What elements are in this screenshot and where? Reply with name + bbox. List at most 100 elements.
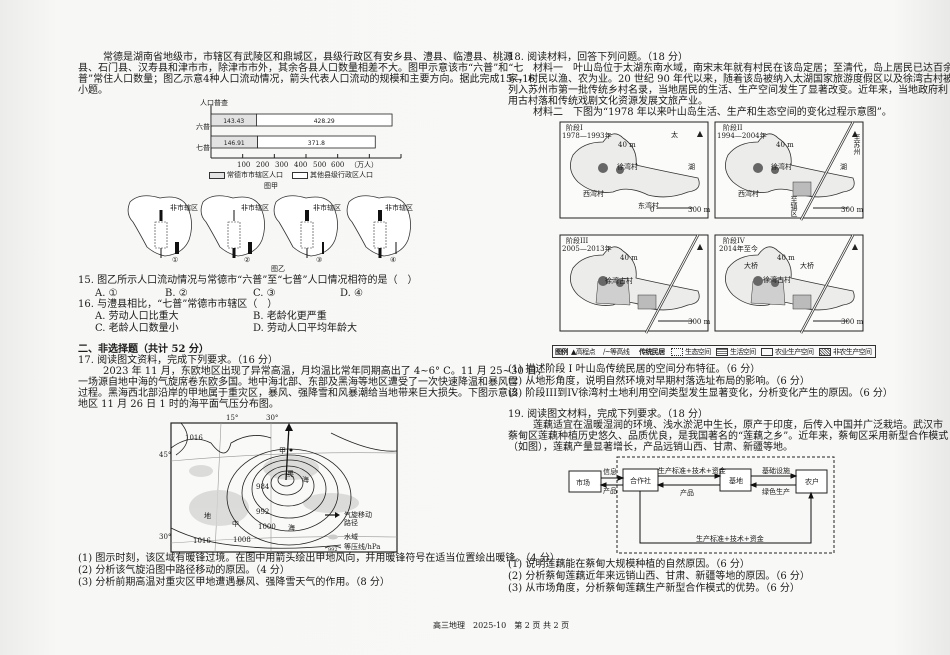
legend-eco: 生态空间 bbox=[685, 348, 711, 356]
houses bbox=[771, 166, 779, 174]
bar-value-label: 146.91 bbox=[224, 140, 245, 147]
legend-nonagri-swatch bbox=[819, 348, 831, 356]
q17-question-2: (2) 分析该气旋沿图中路径移动的原因。（4 分） bbox=[78, 565, 290, 576]
to-town-label: 至镇区 bbox=[790, 196, 798, 217]
node-base: 基地 bbox=[729, 477, 743, 485]
material1-line-1: 材料一 叶山岛位于太湖东南水域，南宋末年就有村民在该岛定居；至清代，岛上居民已达… bbox=[533, 63, 950, 74]
stage-map-4: ▲ bbox=[714, 234, 864, 334]
q19-para-2: 蔡甸区莲藕种植历史悠久、品质优良，是我国著名的“莲藕之乡”。近年来，蔡甸区采用新… bbox=[508, 431, 949, 442]
figure-a-cat-1: 六普 bbox=[196, 123, 210, 131]
q16-option-c: C. 老龄人口数量小 bbox=[95, 323, 179, 334]
tick-300: 300 bbox=[275, 161, 289, 169]
map3-area: 非市辖区 bbox=[313, 204, 341, 212]
pressure-map bbox=[170, 422, 398, 553]
map1-area: 非市辖区 bbox=[170, 204, 198, 212]
intro-line-4: 小题。 bbox=[78, 85, 108, 96]
legend-eco-swatch bbox=[671, 348, 683, 356]
lake-hu-2: 湖 bbox=[840, 163, 847, 171]
urban-district bbox=[154, 221, 168, 249]
nonagri-space bbox=[792, 181, 812, 197]
edge-standards-top: 生产标准+技术+资金 bbox=[658, 467, 726, 475]
q19-question-3: (3) 从市场角度，分析蔡甸莲藕生产新型合作模式的优势。（6 分） bbox=[508, 583, 800, 594]
houses bbox=[753, 276, 763, 286]
place-hai-1: 海 bbox=[302, 476, 309, 484]
bar-value-label: 371.8 bbox=[308, 140, 325, 147]
q19-para-1: 莲藕适宜在温暖湿润的环境、浅水淤泥中生长，原产于印度，后传入中国并广泛栽培。武汉… bbox=[533, 420, 943, 431]
legend-agri: 农业生产空间 bbox=[775, 348, 814, 356]
q17-para-1: 2023 年 11 月，东欧地区出现了异常高温，月均温比常年同期高出了 4~6°… bbox=[103, 366, 547, 377]
q19-para-3: （如图），莲藕产量显著增长，产品远销山西、甘肃、新疆等地。 bbox=[508, 442, 793, 453]
isobar-1000: 1000 bbox=[258, 523, 276, 531]
stage-1-name: 阶段I bbox=[566, 124, 583, 132]
stage-3-name: 阶段III bbox=[566, 237, 589, 245]
stage-legend: 图例 ▲高程点 /~等高线 传统民居 生态空间 生活空间 农业生产空间 非农生产… bbox=[552, 345, 876, 358]
map1-label: ① bbox=[172, 256, 179, 264]
stage-4-guCun: 徐湾古村 bbox=[763, 276, 791, 284]
section-2-heading: 二、非选择题（共计 52 分） bbox=[78, 344, 209, 355]
q16-stem: 16. 与澧县相比，“七普”常德市市辖区（ ） bbox=[78, 299, 278, 310]
flow-map-3 bbox=[273, 195, 338, 258]
stage-3-elevation: 40 m bbox=[620, 254, 638, 262]
stage-4-name: 阶段IV bbox=[723, 237, 745, 245]
legend-water: 水域 bbox=[344, 533, 358, 541]
urban-district bbox=[373, 221, 387, 249]
place-zhong: 中 bbox=[232, 520, 239, 528]
legend-isobar-sample: 992 bbox=[328, 547, 338, 553]
stage-map-2: ▲ bbox=[714, 121, 864, 221]
scale-zero-1: 0 bbox=[650, 206, 655, 214]
bar-value-label: 143.43 bbox=[223, 118, 244, 125]
nonagri-space bbox=[637, 294, 657, 310]
figure-a-ylabel: 人口普查 bbox=[200, 99, 228, 107]
tick-600: 600 bbox=[331, 161, 345, 169]
bar-六普-1 bbox=[256, 113, 393, 127]
edge-product-market: 产品 bbox=[603, 487, 617, 495]
scale-2: 300 m bbox=[841, 206, 864, 214]
edge-info: 信息 bbox=[603, 468, 617, 476]
edge-product-base: 产品 bbox=[680, 489, 694, 497]
bridge-inner bbox=[645, 234, 699, 334]
place-jia: 甲 bbox=[279, 447, 286, 455]
lon-15: 15° bbox=[226, 414, 239, 422]
intro-line-1: 常德是湖南省地级市，市辖区有武陵区和鼎城区，县级行政区有安乡县、澧县、临澧县、桃… bbox=[103, 52, 513, 63]
houses bbox=[598, 276, 608, 286]
stage-1-elevation: 40 m bbox=[618, 141, 636, 149]
stage-1-dongwan: 东湾村 bbox=[638, 202, 659, 210]
stage-2-name: 阶段II bbox=[723, 124, 743, 132]
page-footer: 高三地理 2025-10 第 2 页 共 2 页 bbox=[433, 621, 570, 630]
scale-4: 300 m bbox=[841, 318, 864, 326]
q17-para-2: 一场源自地中海的气旋席卷东欧多国。地中海北部、东部及黑海等地区遭受了一次快速降温… bbox=[78, 377, 518, 388]
flow-map-2 bbox=[200, 195, 265, 258]
isobar-992: 992 bbox=[256, 508, 270, 516]
q16-option-a: A. 劳动人口比重大 bbox=[95, 311, 179, 322]
q17-para-4: 地区 11 月 26 日 1 时的海平面气压分布图。 bbox=[78, 399, 279, 410]
q16-option-d: D. 劳动人口平均年龄大 bbox=[253, 323, 358, 334]
north-arrow: ▲ bbox=[697, 242, 704, 251]
q15-option-d: D. ④ bbox=[340, 288, 363, 299]
nonagri-space bbox=[792, 294, 812, 310]
node-cooperative: 合作社 bbox=[630, 477, 651, 485]
isobar-1016-south: 1016 bbox=[193, 537, 211, 545]
q17-stem: 17. 阅读图文资料，完成下列要求。（16 分） bbox=[78, 355, 278, 366]
scale-3: 300 m bbox=[688, 318, 711, 326]
node-market: 市场 bbox=[576, 479, 590, 487]
bridge-inner bbox=[800, 121, 854, 221]
q16-option-b: B. 老龄化更严重 bbox=[253, 311, 327, 322]
legend-contour: /~等高线 bbox=[603, 348, 630, 356]
edge-standards-bottom: 生产标准+技术+资金 bbox=[696, 535, 764, 543]
figure-b-caption: 图乙 bbox=[271, 265, 285, 273]
legend-agri-swatch bbox=[761, 348, 773, 356]
map3-label: ③ bbox=[316, 256, 323, 264]
stage-2-xuwan: 徐湾村 bbox=[771, 163, 792, 171]
place-di: 地 bbox=[204, 512, 211, 520]
island-outline bbox=[570, 133, 700, 198]
lat-45: 45° bbox=[159, 451, 172, 459]
stage-3-guCun: 徐湾古村 bbox=[605, 277, 633, 285]
houses bbox=[598, 163, 608, 173]
figure-a-caption: 图甲 bbox=[264, 182, 278, 190]
q15-option-c: C. ③ bbox=[253, 288, 276, 299]
map2-label: ② bbox=[244, 256, 251, 264]
legend-urban: 常德市市辖区人口 bbox=[227, 171, 283, 179]
legend-houses: 传统民居 bbox=[639, 347, 665, 356]
